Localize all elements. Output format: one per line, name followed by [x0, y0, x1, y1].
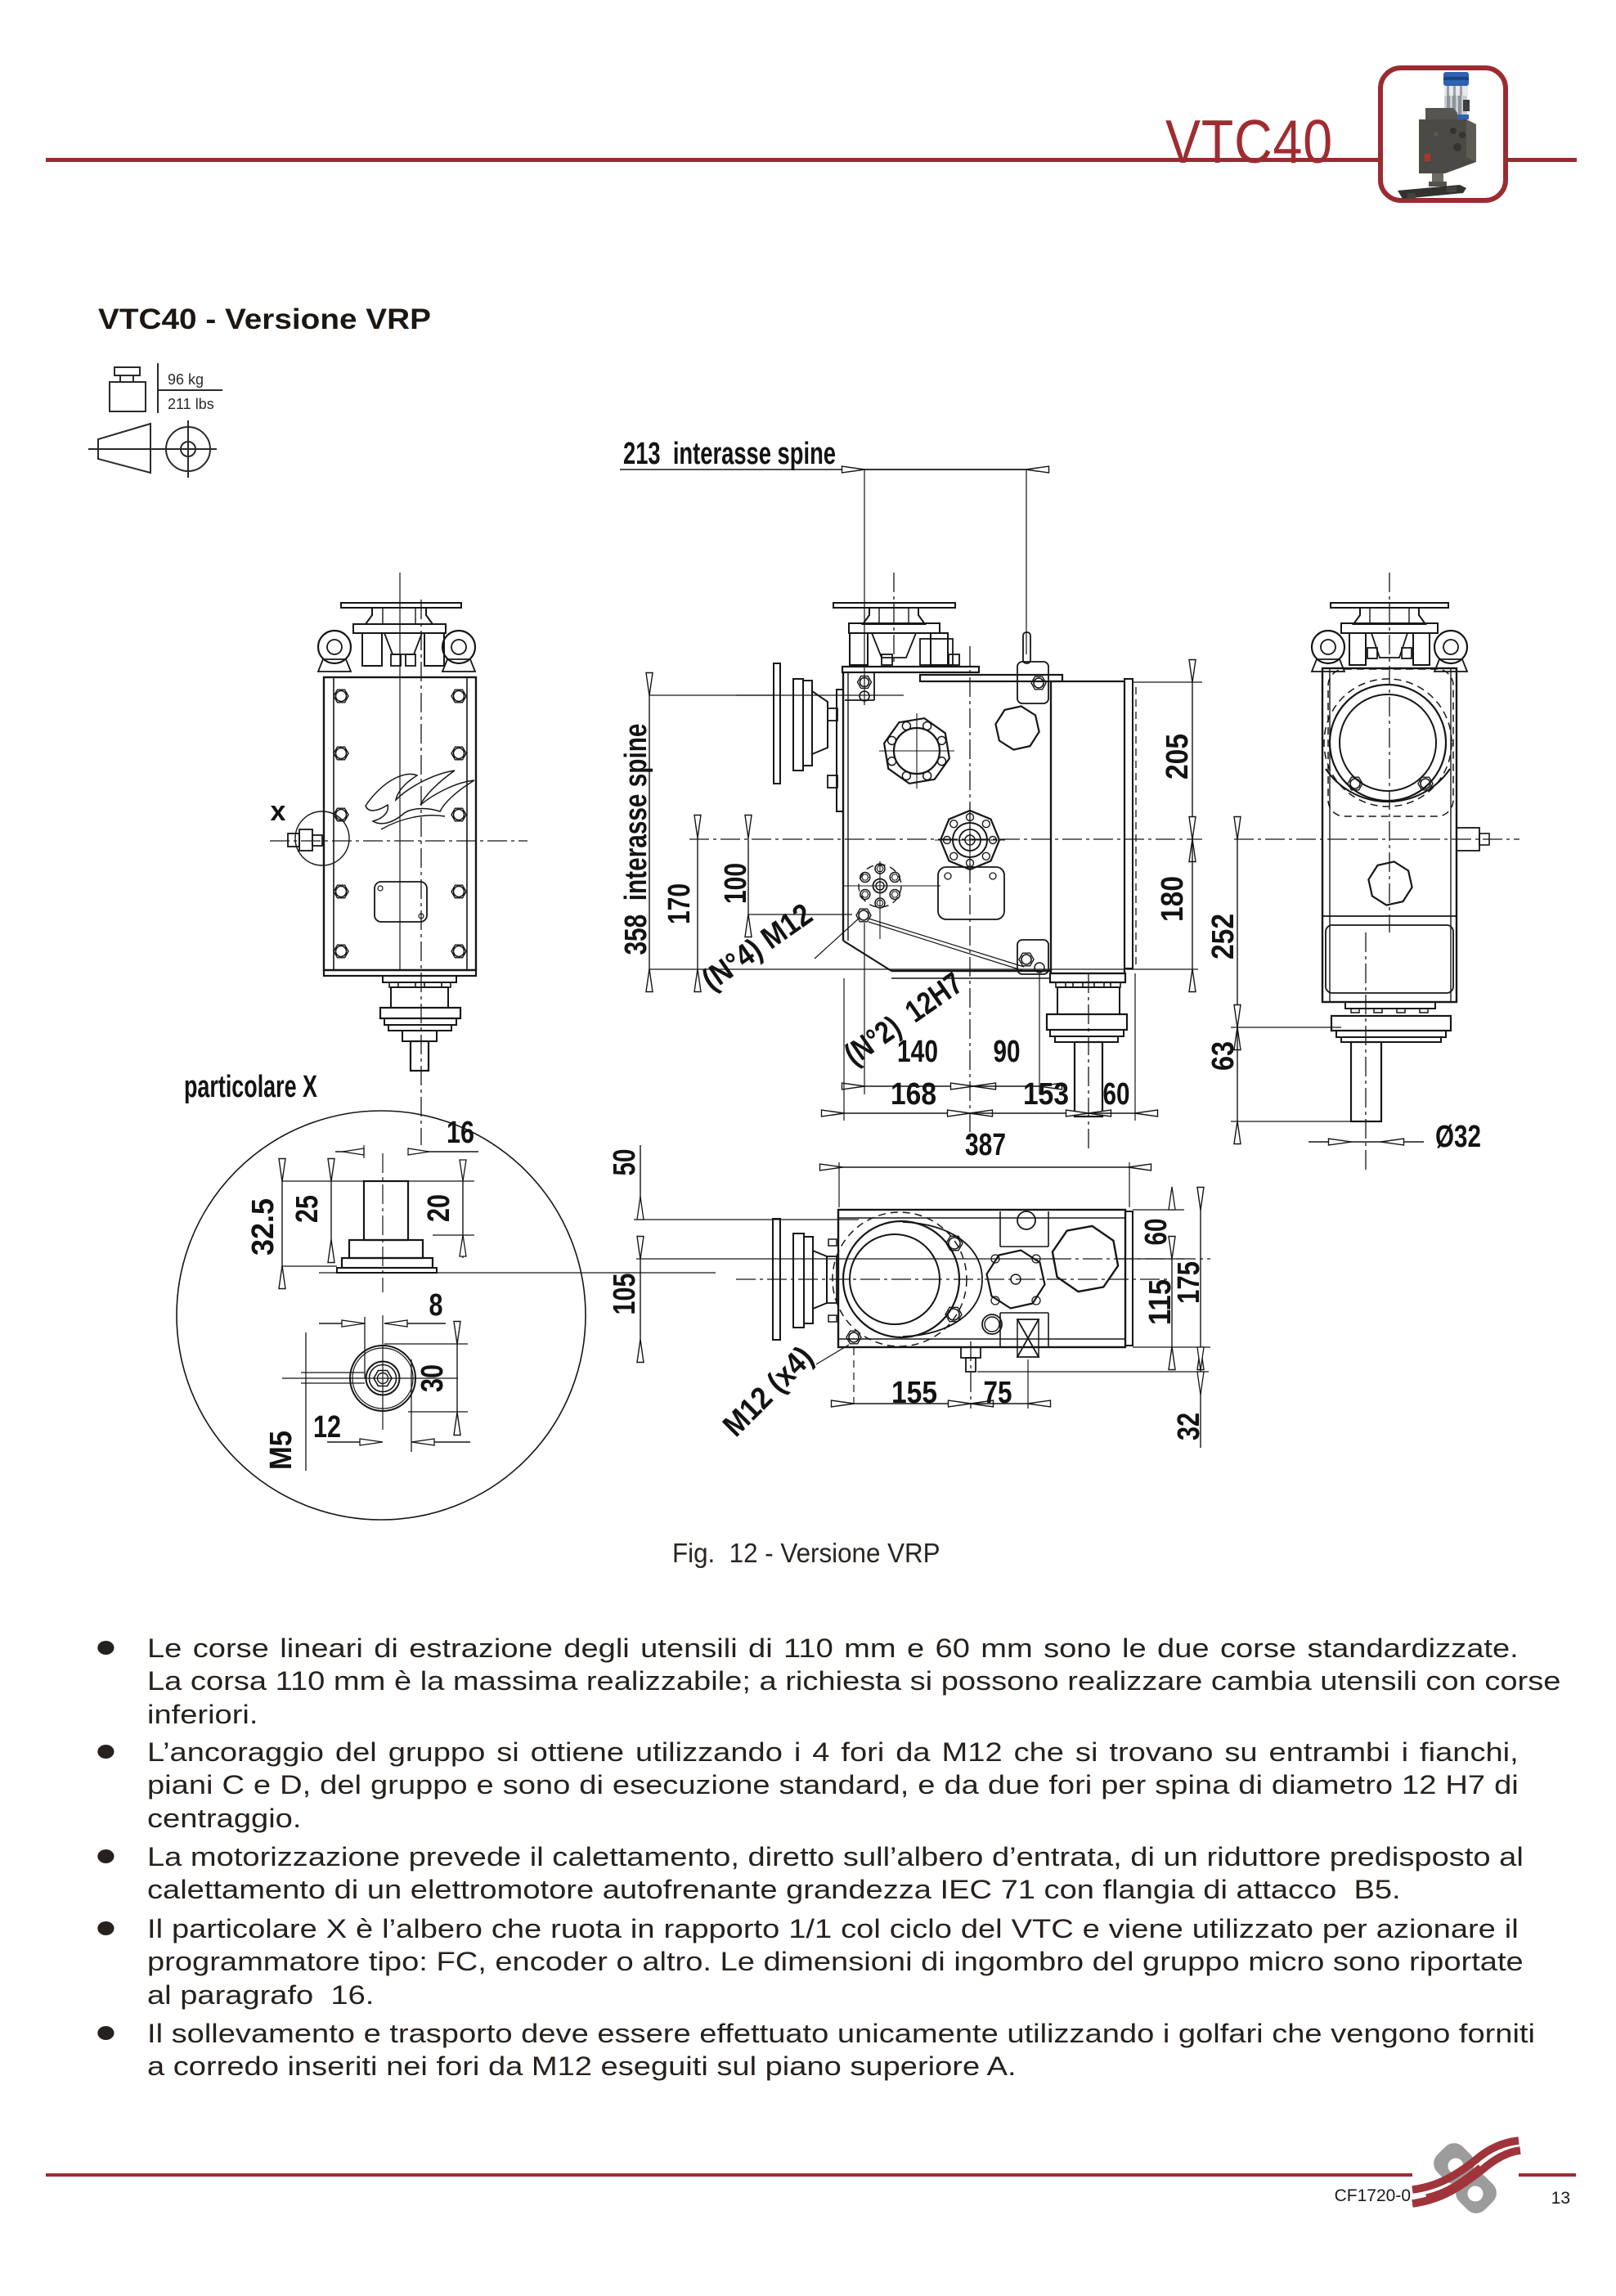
svg-text:115: 115 [1143, 1279, 1178, 1325]
svg-text:205: 205 [1160, 734, 1195, 780]
svg-text:50: 50 [608, 1149, 642, 1176]
svg-text:252: 252 [1206, 914, 1241, 959]
svg-text:30: 30 [415, 1364, 450, 1392]
svg-text:90: 90 [994, 1035, 1021, 1069]
svg-text:x: x [271, 796, 286, 827]
svg-text:particolare X: particolare X [184, 1070, 317, 1104]
svg-text:63: 63 [1206, 1041, 1241, 1071]
svg-text:140: 140 [897, 1035, 938, 1069]
svg-text:M12 (x4): M12 (x4) [716, 1340, 820, 1444]
svg-text:25: 25 [290, 1195, 325, 1223]
svg-text:Ø32: Ø32 [1435, 1120, 1481, 1154]
svg-text:168: 168 [891, 1077, 936, 1112]
svg-text:180: 180 [1156, 876, 1190, 922]
svg-text:387: 387 [965, 1128, 1006, 1162]
svg-text:358 interasse spine: 358 interasse spine [619, 724, 653, 955]
svg-text:32.5: 32.5 [246, 1198, 281, 1256]
svg-text:213 interasse spine: 213 interasse spine [623, 437, 836, 471]
svg-text:M5: M5 [264, 1431, 299, 1470]
svg-text:105: 105 [608, 1274, 642, 1315]
svg-text:20: 20 [422, 1194, 456, 1222]
svg-text:60: 60 [1103, 1077, 1130, 1112]
svg-text:100: 100 [719, 863, 753, 904]
svg-text:175: 175 [1172, 1261, 1206, 1304]
svg-text:211 lbs: 211 lbs [168, 396, 214, 412]
svg-text:60: 60 [1139, 1219, 1174, 1246]
svg-text:16: 16 [447, 1116, 474, 1150]
svg-text:155: 155 [891, 1376, 937, 1410]
svg-text:153: 153 [1023, 1077, 1069, 1112]
svg-text:75: 75 [984, 1376, 1012, 1410]
svg-text:96 kg: 96 kg [168, 371, 204, 388]
svg-text:12: 12 [313, 1410, 341, 1445]
svg-text:8: 8 [429, 1288, 443, 1323]
svg-text:(N°4) M12: (N°4) M12 [696, 897, 819, 998]
svg-text:170: 170 [662, 883, 697, 924]
svg-text:32: 32 [1172, 1413, 1206, 1440]
